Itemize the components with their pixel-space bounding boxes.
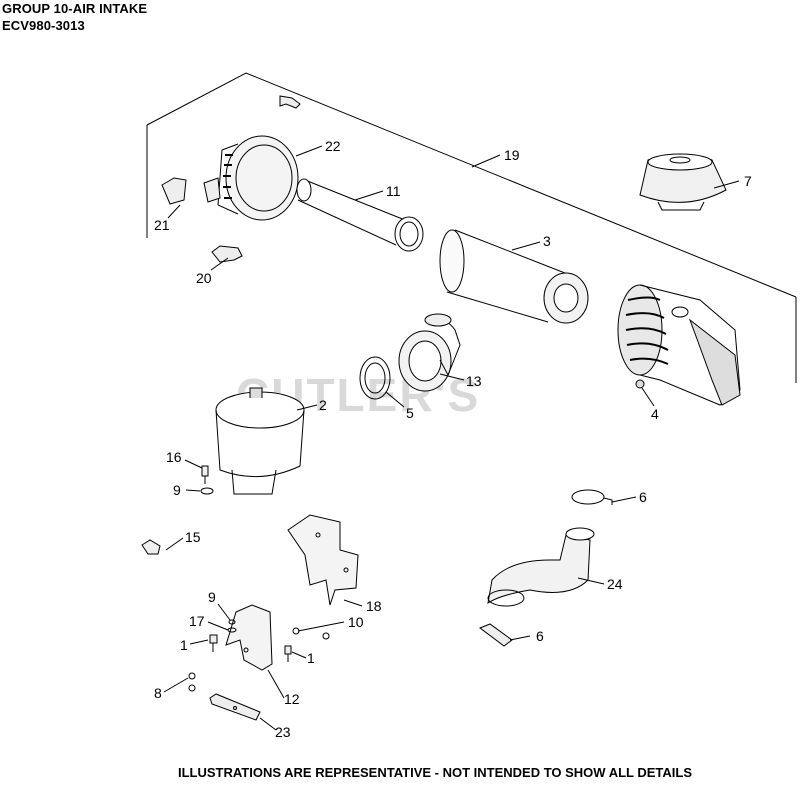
disclaimer-footer: ILLUSTRATIONS ARE REPRESENTATIVE - NOT I… — [178, 765, 692, 780]
callout-8[interactable]: 8 — [154, 685, 162, 701]
diagram-title: GROUP 10-AIR INTAKE — [2, 1, 148, 16]
callout-11[interactable]: 11 — [386, 183, 401, 199]
leader-lines — [163, 145, 740, 731]
callout-3[interactable]: 3 — [543, 233, 551, 249]
part-10-nuts[interactable] — [292, 627, 330, 640]
callout-6[interactable]: 6 — [639, 489, 647, 505]
part-2-band[interactable] — [215, 387, 305, 495]
part-13-elbow-adapter[interactable] — [398, 313, 461, 392]
part-24-hose[interactable] — [487, 527, 595, 607]
callout-1-b[interactable]: 1 — [307, 650, 315, 666]
air-cleaner-housing[interactable] — [617, 284, 741, 406]
callout-2[interactable]: 2 — [319, 397, 327, 413]
part-6-clamp-bottom[interactable] — [478, 623, 513, 647]
part-20-clip[interactable] — [211, 245, 243, 263]
part-5-ring[interactable] — [359, 356, 391, 400]
callout-1[interactable]: 1 — [180, 637, 188, 653]
callout-20[interactable]: 20 — [196, 270, 212, 286]
part-3-filter-element[interactable] — [439, 229, 589, 324]
part-7-cap[interactable] — [639, 153, 727, 211]
part-4-nut[interactable] — [635, 379, 645, 389]
model-number: ECV980-3013 — [2, 18, 85, 33]
callout-6-b[interactable]: 6 — [536, 628, 544, 644]
part-8-nuts[interactable] — [188, 672, 196, 692]
callout-4[interactable]: 4 — [651, 406, 659, 422]
callout-18[interactable]: 18 — [366, 598, 382, 614]
callout-9[interactable]: 9 — [173, 482, 181, 498]
part-23-plate[interactable] — [209, 693, 261, 721]
part-12-bracket[interactable] — [225, 604, 273, 671]
part-22-cover[interactable] — [203, 135, 299, 221]
callout-19[interactable]: 19 — [504, 147, 520, 163]
callout-21[interactable]: 21 — [154, 217, 170, 233]
retainer-clip[interactable] — [279, 95, 301, 109]
part-18-bracket[interactable] — [287, 514, 359, 606]
callout-15[interactable]: 15 — [185, 529, 201, 545]
assembly-outline — [146, 72, 797, 383]
part-1-bolt-left[interactable] — [209, 634, 218, 652]
part-1-bolt-right[interactable] — [284, 645, 292, 662]
callout-labels: 22 19 11 7 21 3 20 13 2 5 4 16 9 6 15 24… — [154, 138, 752, 740]
callout-22[interactable]: 22 — [325, 138, 341, 154]
callout-9-b[interactable]: 9 — [208, 589, 216, 605]
part-16-bolt[interactable] — [201, 465, 209, 484]
callout-5[interactable]: 5 — [406, 405, 414, 421]
callout-16[interactable]: 16 — [166, 449, 182, 465]
callout-10[interactable]: 10 — [348, 614, 364, 630]
part-9-washer-left[interactable] — [200, 487, 214, 495]
callout-7[interactable]: 7 — [744, 173, 752, 189]
part-21-bracket[interactable] — [161, 177, 187, 205]
callout-23[interactable]: 23 — [275, 724, 291, 740]
part-9-washer-right[interactable] — [228, 619, 236, 625]
part-6-clamp-top[interactable] — [571, 489, 613, 505]
callout-12[interactable]: 12 — [284, 691, 300, 707]
part-11-tube[interactable] — [296, 178, 424, 252]
part-15-clip[interactable] — [141, 539, 161, 555]
callout-24[interactable]: 24 — [607, 576, 623, 592]
callout-13[interactable]: 13 — [466, 373, 482, 389]
callout-17[interactable]: 17 — [189, 613, 205, 629]
